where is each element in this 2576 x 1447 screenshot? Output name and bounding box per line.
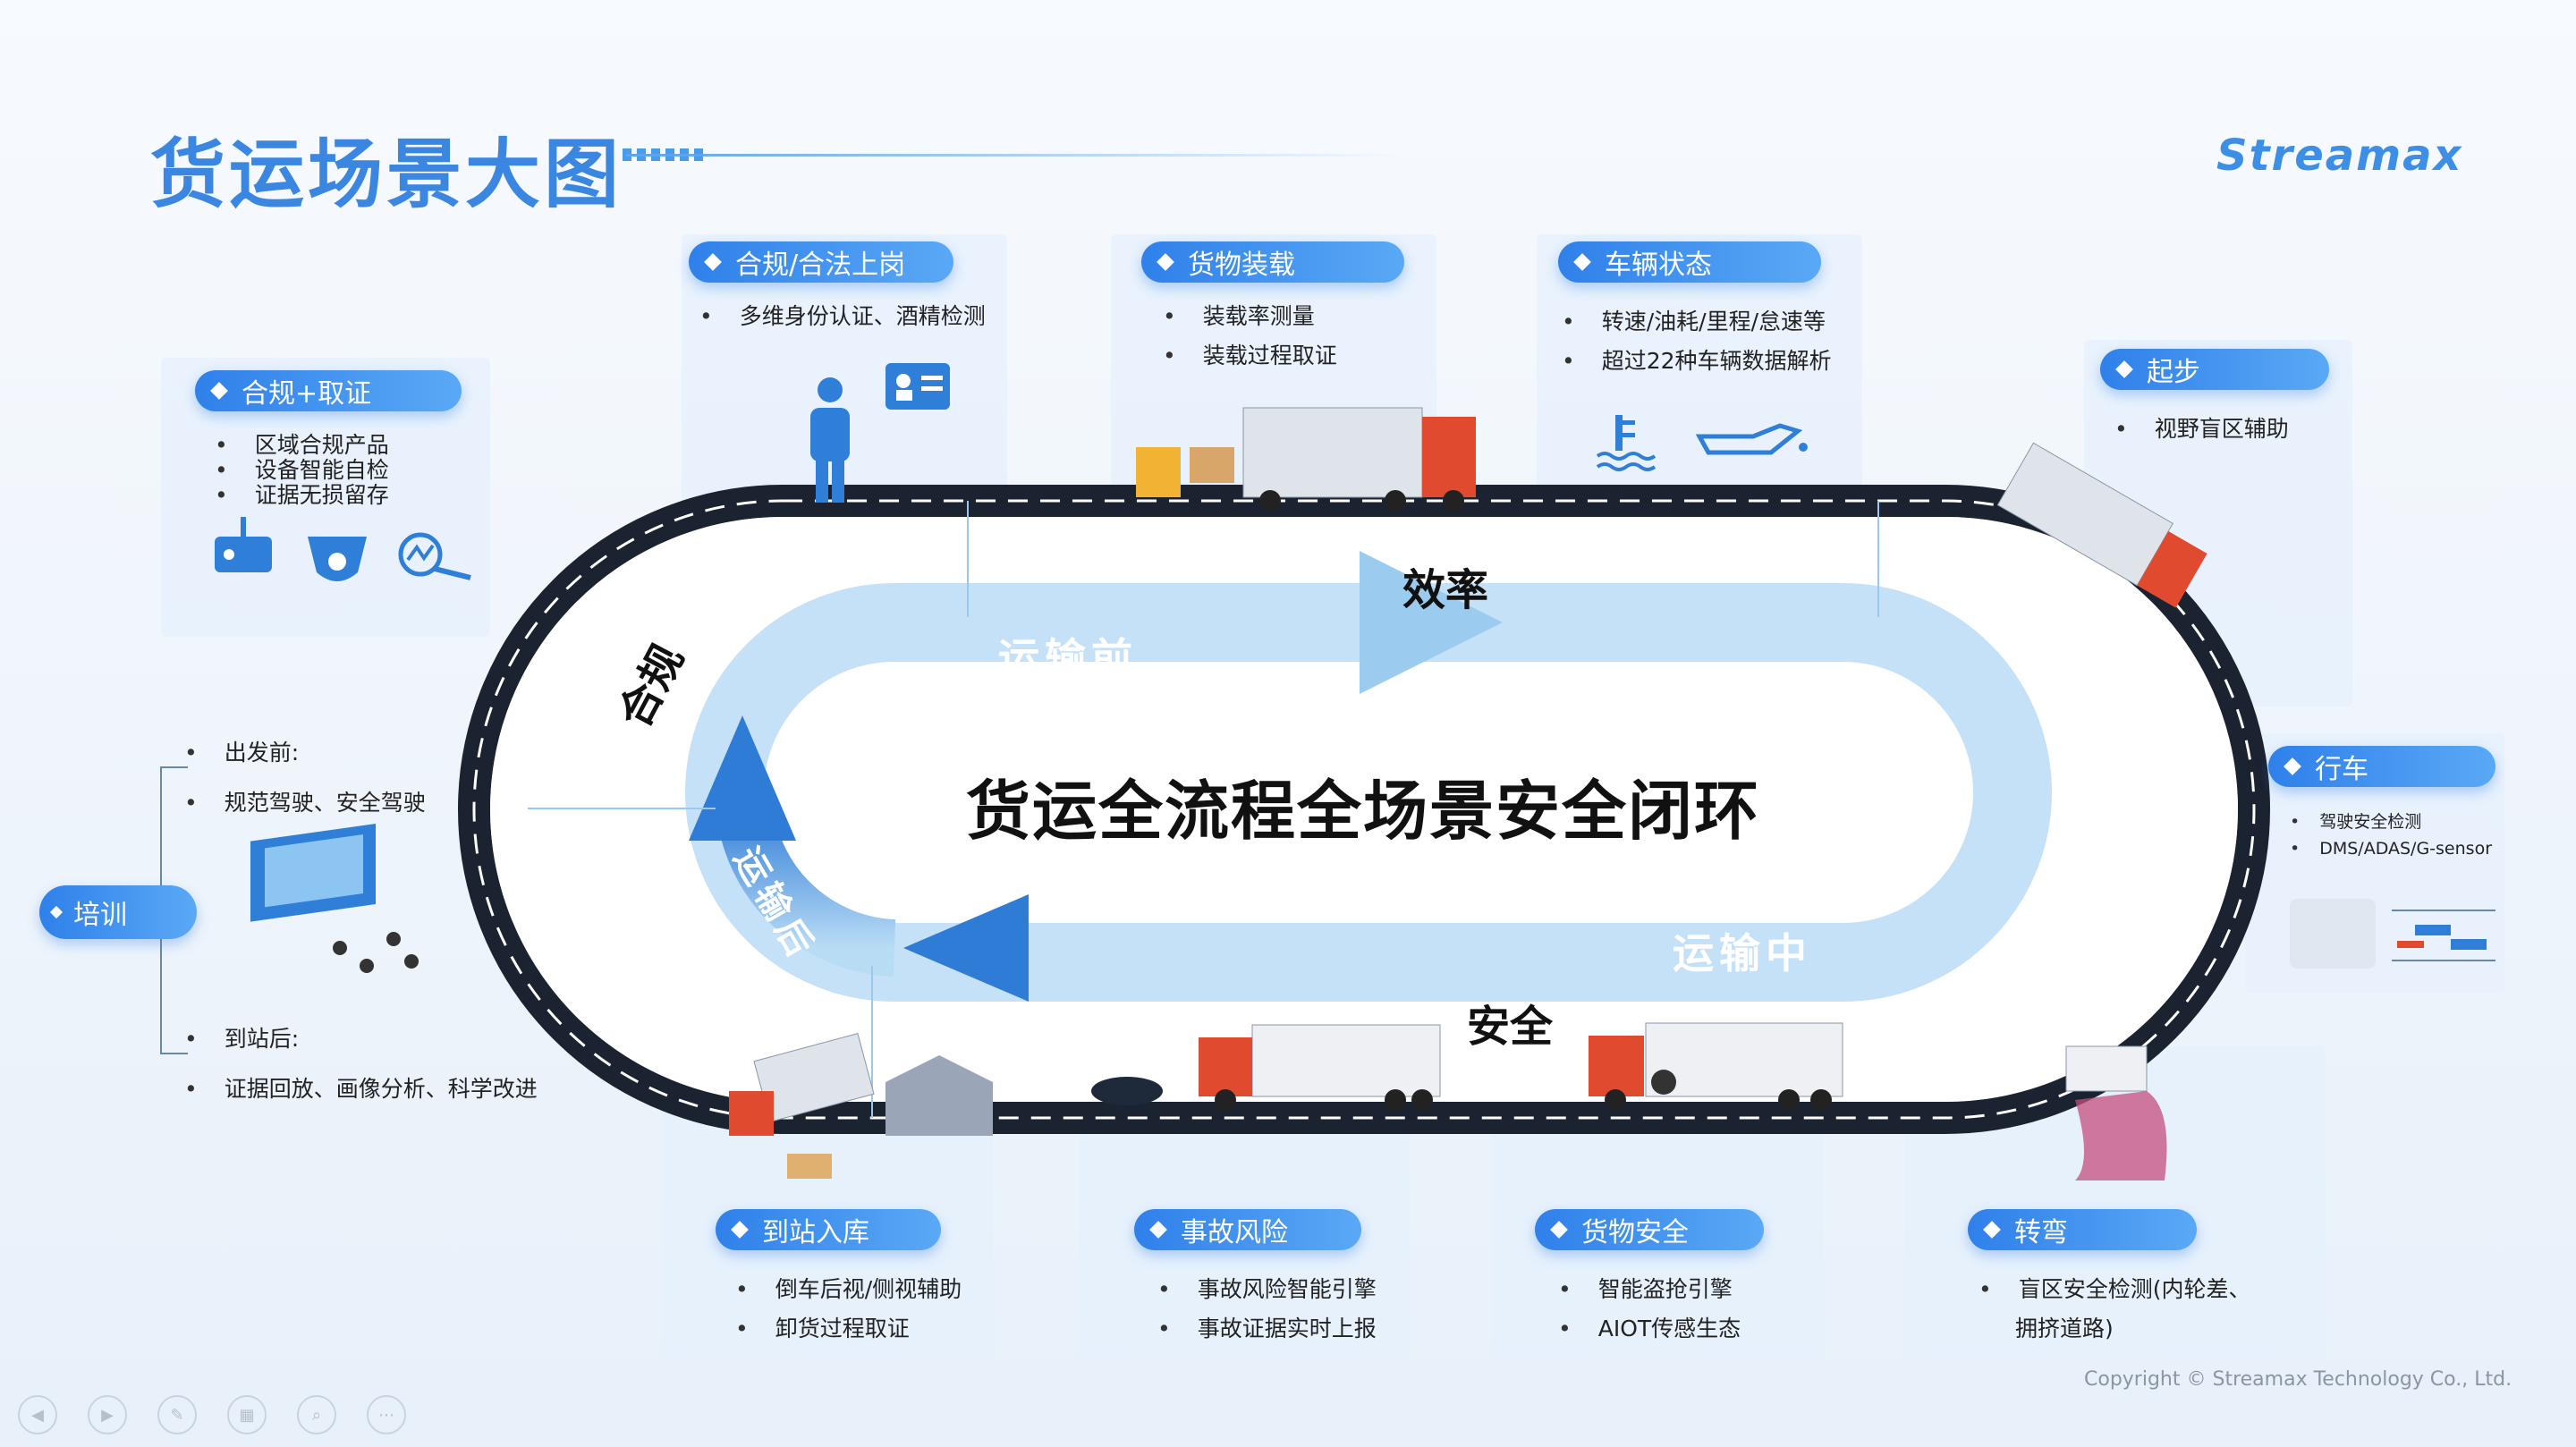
driver-monitor-icon [2290, 899, 2376, 969]
arrow-label-pre: 运输前 [998, 634, 1138, 682]
pill-label: 行车 [2315, 754, 2368, 785]
arrow-pre-head [1360, 551, 1503, 694]
pill-label: 车辆状态 [1605, 250, 1712, 281]
bullet: 转速/油耗/里程/怠速等 [1562, 304, 1826, 336]
diamond-icon [49, 905, 64, 919]
truck-cargo-safety-icon [1589, 1022, 1843, 1111]
pill-label: 货物装载 [1188, 250, 1295, 281]
bullet: 视野盲区辅助 [2114, 411, 2289, 444]
bullet: 倒车后视/侧视辅助 [735, 1272, 962, 1304]
ring-label-safety: 安全 [1467, 1002, 1554, 1052]
bullet: 事故证据实时上报 [1157, 1311, 1377, 1343]
training-before-title: 出发前: [184, 735, 299, 767]
diamond-icon [1550, 1221, 1568, 1239]
truck-loading-icon [1136, 407, 1476, 512]
bullet: AIOT传感生态 [1558, 1311, 1741, 1343]
diamond-icon [2115, 360, 2133, 378]
pen-icon[interactable]: ✎ [157, 1395, 197, 1434]
bullet: 装载过程取证 [1163, 338, 1337, 370]
bullet: 智能盗抢引擎 [1558, 1272, 1733, 1304]
pill-compliance-evidence: 合规+取证 [195, 370, 462, 411]
search-analytics-icon [398, 532, 471, 580]
dashcam-icon [215, 517, 272, 572]
pill-label: 货物安全 [1581, 1217, 1689, 1248]
bullet: 驾驶安全检测 [2290, 808, 2421, 833]
pill-label: 到站入库 [762, 1217, 869, 1248]
diamond-icon [704, 253, 722, 271]
pill-label: 事故风险 [1181, 1217, 1288, 1248]
diamond-icon [210, 382, 228, 400]
pill-accident-risk: 事故风险 [1134, 1209, 1361, 1250]
pill-label: 培训 [73, 900, 127, 931]
zoom-icon[interactable]: ⌕ [297, 1395, 336, 1434]
pill-training: 培训 [39, 885, 197, 939]
pill-turning: 转弯 [1968, 1209, 2197, 1250]
ring-label-efficiency: 效率 [1402, 565, 1489, 615]
bullet: 盲区安全检测(内轮差、 [1979, 1272, 2251, 1304]
bullet: 事故风险智能引擎 [1157, 1272, 1377, 1304]
bullet: 证据无损留存 [215, 478, 389, 510]
diamond-icon [1573, 253, 1591, 271]
page-title: 货运场景大图 [150, 131, 623, 218]
dome-camera-icon [308, 537, 367, 581]
pill-vehicle-status: 车辆状态 [1558, 241, 1821, 283]
truck-start-icon [1996, 442, 2207, 608]
pill-label: 合规/合法上岗 [735, 250, 906, 281]
pill-on-duty: 合规/合法上岗 [689, 241, 953, 283]
training-before-item: 规范驾驶、安全驾驶 [184, 785, 426, 817]
center-title: 货运全流程全场景安全闭环 [966, 774, 1761, 849]
diamond-icon [1149, 1221, 1167, 1239]
title-decor-line [626, 154, 1395, 157]
diamond-icon [1157, 253, 1174, 271]
copyright: Copyright © Streamax Technology Co., Ltd… [2084, 1368, 2512, 1391]
pill-cargo-loading: 货物装载 [1141, 241, 1404, 283]
bullet: 超过22种车辆数据解析 [1562, 343, 1832, 376]
pill-driving: 行车 [2268, 746, 2496, 787]
more-options-icon[interactable]: ⋯ [367, 1395, 406, 1434]
truck-accident-icon [1091, 1024, 1441, 1111]
pill-label: 起步 [2147, 357, 2200, 388]
coolant-icon [1596, 415, 1657, 471]
pill-label: 合规+取证 [242, 378, 372, 410]
slides-grid-icon[interactable]: ▦ [227, 1395, 267, 1434]
prev-slide-icon[interactable]: ◀ [18, 1395, 57, 1434]
slide-nav-bar: ◀ ▶ ✎ ▦ ⌕ ⋯ [18, 1395, 406, 1434]
road-dashes [472, 499, 2256, 1120]
oil-icon [1695, 423, 1808, 455]
id-card-icon [886, 363, 950, 410]
brand-logo: Streamax [2216, 131, 2463, 181]
arrow-label-mid: 运输中 [1673, 929, 1812, 977]
pill-arrival: 到站入库 [716, 1209, 941, 1250]
bullet: 卸货过程取证 [735, 1311, 910, 1343]
diamond-icon [731, 1221, 749, 1239]
pill-start: 起步 [2100, 349, 2329, 390]
arrow-mid-head [903, 894, 1029, 1002]
truck-arrival-icon [729, 1033, 993, 1179]
pill-label: 转弯 [2014, 1217, 2068, 1248]
next-slide-icon[interactable]: ▶ [88, 1395, 127, 1434]
bullet: 装载率测量 [1163, 299, 1315, 331]
training-after-item: 证据回放、画像分析、科学改进 [184, 1071, 538, 1104]
bullet: DMS/ADAS/G-sensor [2290, 839, 2492, 859]
bullet-continuation: 拥挤道路) [2015, 1316, 2114, 1341]
truck-turning-icon [2065, 1045, 2167, 1180]
adas-icon [2392, 910, 2496, 961]
person-icon [810, 377, 850, 503]
pill-cargo-safety: 货物安全 [1535, 1209, 1764, 1250]
diamond-icon [2284, 757, 2301, 775]
training-after-title: 到站后: [184, 1021, 299, 1054]
diamond-icon [1983, 1221, 2001, 1239]
bullet: 多维身份认证、酒精检测 [699, 299, 986, 331]
training-scene-icon [250, 823, 419, 973]
